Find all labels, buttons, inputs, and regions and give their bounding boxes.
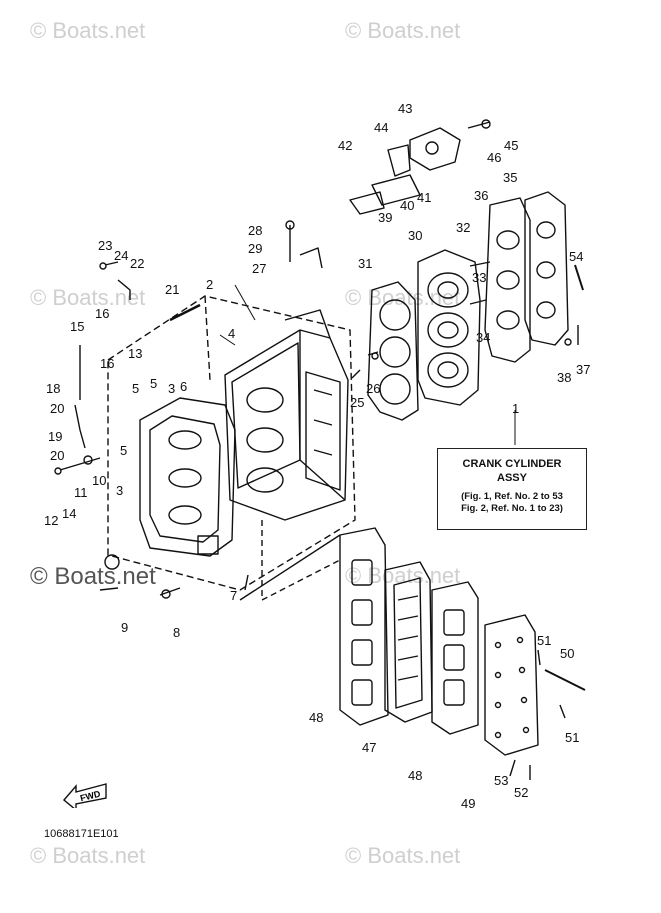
fwd-label: FWD (79, 788, 102, 803)
hardware (54, 119, 586, 780)
watermark: © Boats.net (30, 563, 156, 590)
callout-label: 35 (503, 170, 517, 185)
callout-label: 49 (461, 796, 475, 811)
callout-label: 29 (248, 241, 262, 256)
callout-label: 3 (168, 381, 175, 396)
callout-label: 51 (565, 730, 579, 745)
legend-ref-line: Fig. 2, Ref. No. 1 to 23) (461, 503, 563, 514)
callout-label: 43 (398, 101, 412, 116)
leader-lines (219, 284, 516, 445)
callouts: 1 2 3 3 4 5 5 5 6 7 8 9 10 11 12 13 14 1… (44, 101, 590, 811)
callout-label: 42 (338, 138, 352, 153)
callout-label: 11 (74, 485, 88, 500)
callout-label: 52 (514, 785, 528, 800)
callout-label: 37 (576, 362, 590, 377)
callout-label: 20 (50, 401, 64, 416)
callout-label: 20 (50, 448, 64, 463)
head-gasket (367, 281, 419, 421)
exhaust-outer-cover (484, 614, 539, 756)
callout-label: 8 (173, 625, 180, 640)
callout-label: 25 (350, 395, 364, 410)
legend-title-line: ASSY (497, 472, 527, 484)
callout-label: 7 (230, 588, 237, 603)
callout-label: 16 (95, 306, 109, 321)
legend-ref-line: (Fig. 1, Ref. No. 2 to 53 (461, 491, 563, 502)
callout-label: 50 (560, 646, 574, 661)
callout-label: 5 (120, 443, 127, 458)
watermark: © Boats.net (30, 285, 146, 310)
callout-label: 10 (92, 473, 106, 488)
legend-title: CRANK CYLINDER ASSY (438, 457, 586, 485)
callout-label: 6 (180, 379, 187, 394)
watermark: © Boats.net (345, 563, 461, 588)
callout-label: 30 (408, 228, 422, 243)
callout-label: 46 (487, 150, 501, 165)
callout-label: 54 (569, 249, 583, 264)
callout-label: 21 (165, 282, 179, 297)
callout-label: 15 (70, 319, 84, 334)
legend-reference: (Fig. 1, Ref. No. 2 to 53 Fig. 2, Ref. N… (438, 491, 586, 515)
callout-label: 48 (408, 768, 422, 783)
callout-label: 51 (537, 633, 551, 648)
callout-label: 1 (512, 401, 519, 416)
callout-label: 47 (362, 740, 376, 755)
callout-label: 18 (46, 381, 60, 396)
callout-label: 3 (116, 483, 123, 498)
assembly-boundary (107, 295, 356, 591)
forward-arrow-icon: FWD (63, 783, 107, 808)
cylinder-head (417, 249, 481, 406)
callout-label: 45 (504, 138, 518, 153)
legend-title-line: CRANK CYLINDER (462, 458, 562, 470)
callout-label: 33 (472, 270, 486, 285)
callout-label: 19 (48, 429, 62, 444)
callout-label: 16 (100, 356, 114, 371)
head-cover (524, 191, 569, 346)
callout-label: 48 (309, 710, 323, 725)
watermark: © Boats.net (30, 843, 146, 868)
callout-label: 14 (62, 506, 76, 521)
watermark: © Boats.net (345, 843, 461, 868)
watermark: © Boats.net (30, 18, 146, 43)
callout-label: 31 (358, 256, 372, 271)
exhaust-leader (239, 534, 341, 601)
callout-label: 12 (44, 513, 58, 528)
callout-label: 4 (228, 326, 235, 341)
callout-label: 28 (248, 223, 262, 238)
callout-label: 2 (206, 277, 213, 292)
callout-label: 38 (557, 370, 571, 385)
callout-label: 36 (474, 188, 488, 203)
callout-label: 39 (378, 210, 392, 225)
callout-label: 26 (366, 381, 380, 396)
crankcase-front (139, 397, 236, 557)
callout-label: 24 (114, 248, 128, 263)
callout-label: 5 (132, 381, 139, 396)
callout-label: 13 (128, 346, 142, 361)
cylinder-block (224, 309, 349, 521)
callout-label: 5 (150, 376, 157, 391)
assembly-legend: CRANK CYLINDER ASSY (Fig. 1, Ref. No. 2 … (437, 448, 587, 530)
callout-label: 41 (417, 190, 431, 205)
callout-label: 40 (400, 198, 414, 213)
callout-label: 27 (252, 261, 266, 276)
exhaust-inner-cover (384, 561, 433, 723)
callout-label: 23 (98, 238, 112, 253)
watermark: © Boats.net (345, 18, 461, 43)
exhaust-gasket-outer (431, 581, 479, 735)
callout-label: 44 (374, 120, 388, 135)
callout-label: 9 (121, 620, 128, 635)
thermostat-cover (349, 127, 461, 215)
exhaust-gasket-inner (339, 527, 389, 726)
exhaust-leader (261, 520, 341, 601)
callout-label: 32 (456, 220, 470, 235)
callout-label: 34 (476, 330, 490, 345)
callout-label: 22 (130, 256, 144, 271)
callout-label: 53 (494, 773, 508, 788)
head-cover-gasket (484, 197, 531, 363)
diagram-part-code: 10688171E101 (44, 828, 119, 840)
